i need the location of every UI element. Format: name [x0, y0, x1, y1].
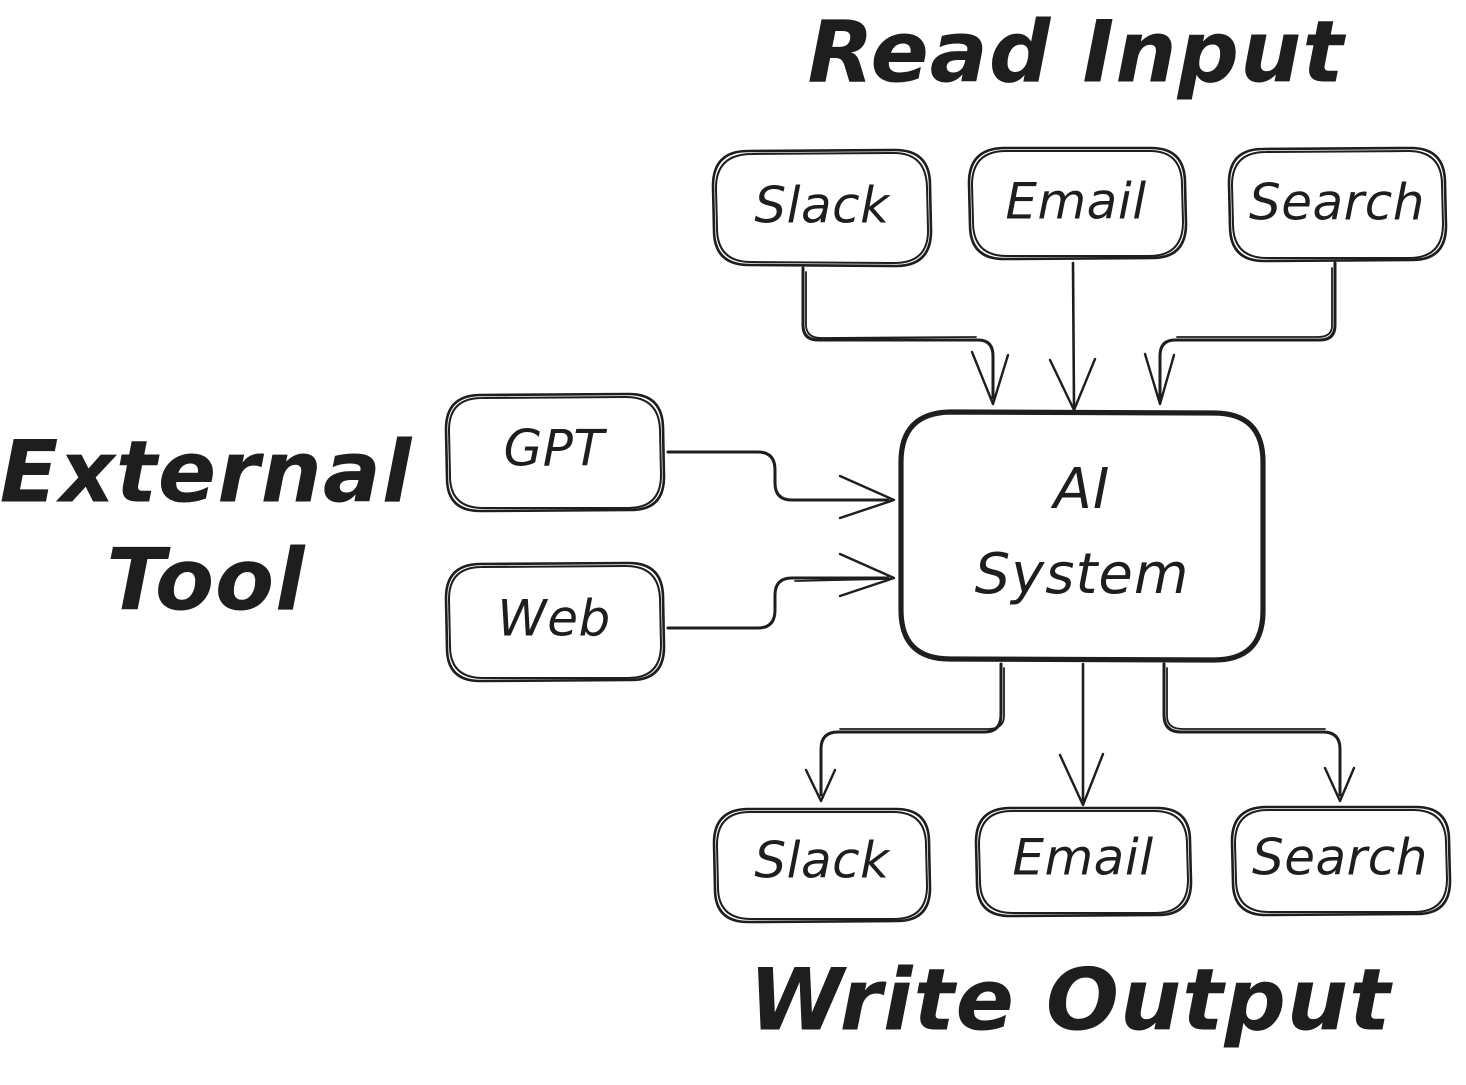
node-read-slack-fill	[713, 150, 931, 266]
node-read-search-fill	[1229, 148, 1446, 261]
node-read-email[interactable]: Email	[967, 146, 1188, 261]
external-tool-title-line1: External	[0, 422, 413, 522]
node-read-email-fill	[969, 148, 1186, 259]
node-write-email-outline	[974, 806, 1193, 918]
edge-web-to-ai-path	[666, 576, 890, 630]
edge-read-slack-to-ai	[801, 266, 1010, 406]
edge-web-to-ai-arrowhead	[838, 552, 896, 598]
edge-ai-to-write-search-arrowhead	[1323, 766, 1356, 803]
node-write-search-outline	[1230, 805, 1452, 917]
node-external-web-label: Web	[497, 590, 610, 648]
node-write-email-label: Email	[1012, 829, 1153, 887]
edge-gpt-to-ai-arrowhead	[838, 474, 896, 520]
node-write-slack[interactable]: Slack	[712, 807, 932, 924]
node-write-slack-fill	[714, 809, 930, 922]
node-ai-system[interactable]: AI System	[898, 409, 1266, 663]
node-write-search[interactable]: Search	[1230, 805, 1452, 917]
node-read-search-label: Search	[1249, 174, 1425, 232]
external-tool-title-line2: Tool	[106, 530, 306, 630]
node-write-search-label: Search	[1252, 829, 1428, 887]
edge-read-search-to-ai-path	[1158, 261, 1337, 400]
node-write-slack-outline	[712, 807, 932, 924]
edge-read-slack-to-ai-arrowhead	[970, 350, 1010, 406]
node-read-slack-outline	[711, 148, 933, 268]
node-external-gpt-outline-2	[448, 396, 662, 509]
edge-gpt-to-ai-path	[666, 450, 890, 502]
node-ai-system-label-line2: System	[975, 542, 1190, 607]
node-write-email-outline-2	[978, 810, 1189, 914]
node-read-slack-outline-2	[715, 151, 930, 264]
node-external-web-fill	[446, 563, 664, 681]
edge-ai-to-write-slack	[804, 662, 1005, 803]
node-read-email-label: Email	[1005, 173, 1146, 231]
node-external-gpt-outline	[444, 392, 666, 513]
node-read-slack[interactable]: Slack	[711, 148, 933, 268]
edge-ai-to-write-slack-path-2	[839, 667, 1005, 730]
node-read-email-outline-2	[971, 149, 1184, 257]
edge-web-to-ai	[666, 552, 896, 630]
node-write-email[interactable]: Email	[974, 806, 1193, 918]
node-read-search[interactable]: Search	[1227, 146, 1448, 263]
edge-ai-to-write-search-path-2	[1166, 667, 1326, 730]
read-input-title: Read Input	[808, 2, 1347, 102]
edge-read-slack-to-ai-path-2	[805, 271, 977, 339]
edge-ai-to-write-slack-path	[819, 662, 1003, 797]
edge-read-email-to-ai	[1048, 261, 1097, 412]
edge-read-search-to-ai-path-2	[1176, 267, 1333, 338]
write-output-title: Write Output	[749, 950, 1393, 1050]
node-external-gpt-label: GPT	[504, 420, 608, 478]
node-read-slack-label: Slack	[754, 177, 891, 235]
node-ai-system-outline	[898, 409, 1266, 663]
node-write-search-outline-2	[1234, 809, 1448, 913]
node-write-slack-label: Slack	[754, 832, 891, 890]
edge-ai-to-write-slack-arrowhead	[804, 768, 837, 803]
node-external-web[interactable]: Web	[444, 561, 666, 683]
edge-web-to-ai-path-2	[794, 578, 887, 582]
edge-read-search-to-ai	[1143, 261, 1337, 406]
edge-read-slack-to-ai-path	[801, 266, 995, 400]
node-read-search-outline-2	[1231, 150, 1444, 259]
node-write-search-fill	[1232, 807, 1450, 915]
node-ai-system-fill	[901, 412, 1263, 660]
edge-ai-to-write-email-arrowhead	[1058, 752, 1105, 807]
node-read-search-outline	[1227, 146, 1448, 263]
node-external-web-outline-2	[448, 565, 662, 679]
edge-read-search-to-ai-arrowhead	[1143, 352, 1176, 406]
edge-ai-to-write-email	[1058, 662, 1105, 807]
node-read-email-outline	[967, 146, 1188, 261]
edge-read-email-to-ai-arrowhead	[1048, 357, 1097, 412]
node-ai-system-label-line1: AI	[1051, 457, 1111, 522]
edge-ai-to-write-search	[1162, 662, 1356, 803]
node-external-gpt-fill	[446, 394, 664, 511]
edge-ai-to-write-search-path	[1162, 662, 1342, 797]
edge-read-email-to-ai-path	[1071, 261, 1076, 408]
node-write-email-fill	[976, 808, 1191, 916]
node-external-gpt[interactable]: GPT	[444, 392, 666, 513]
node-write-slack-outline-2	[716, 811, 928, 920]
node-external-web-outline	[444, 561, 666, 683]
edge-gpt-to-ai	[666, 450, 896, 520]
